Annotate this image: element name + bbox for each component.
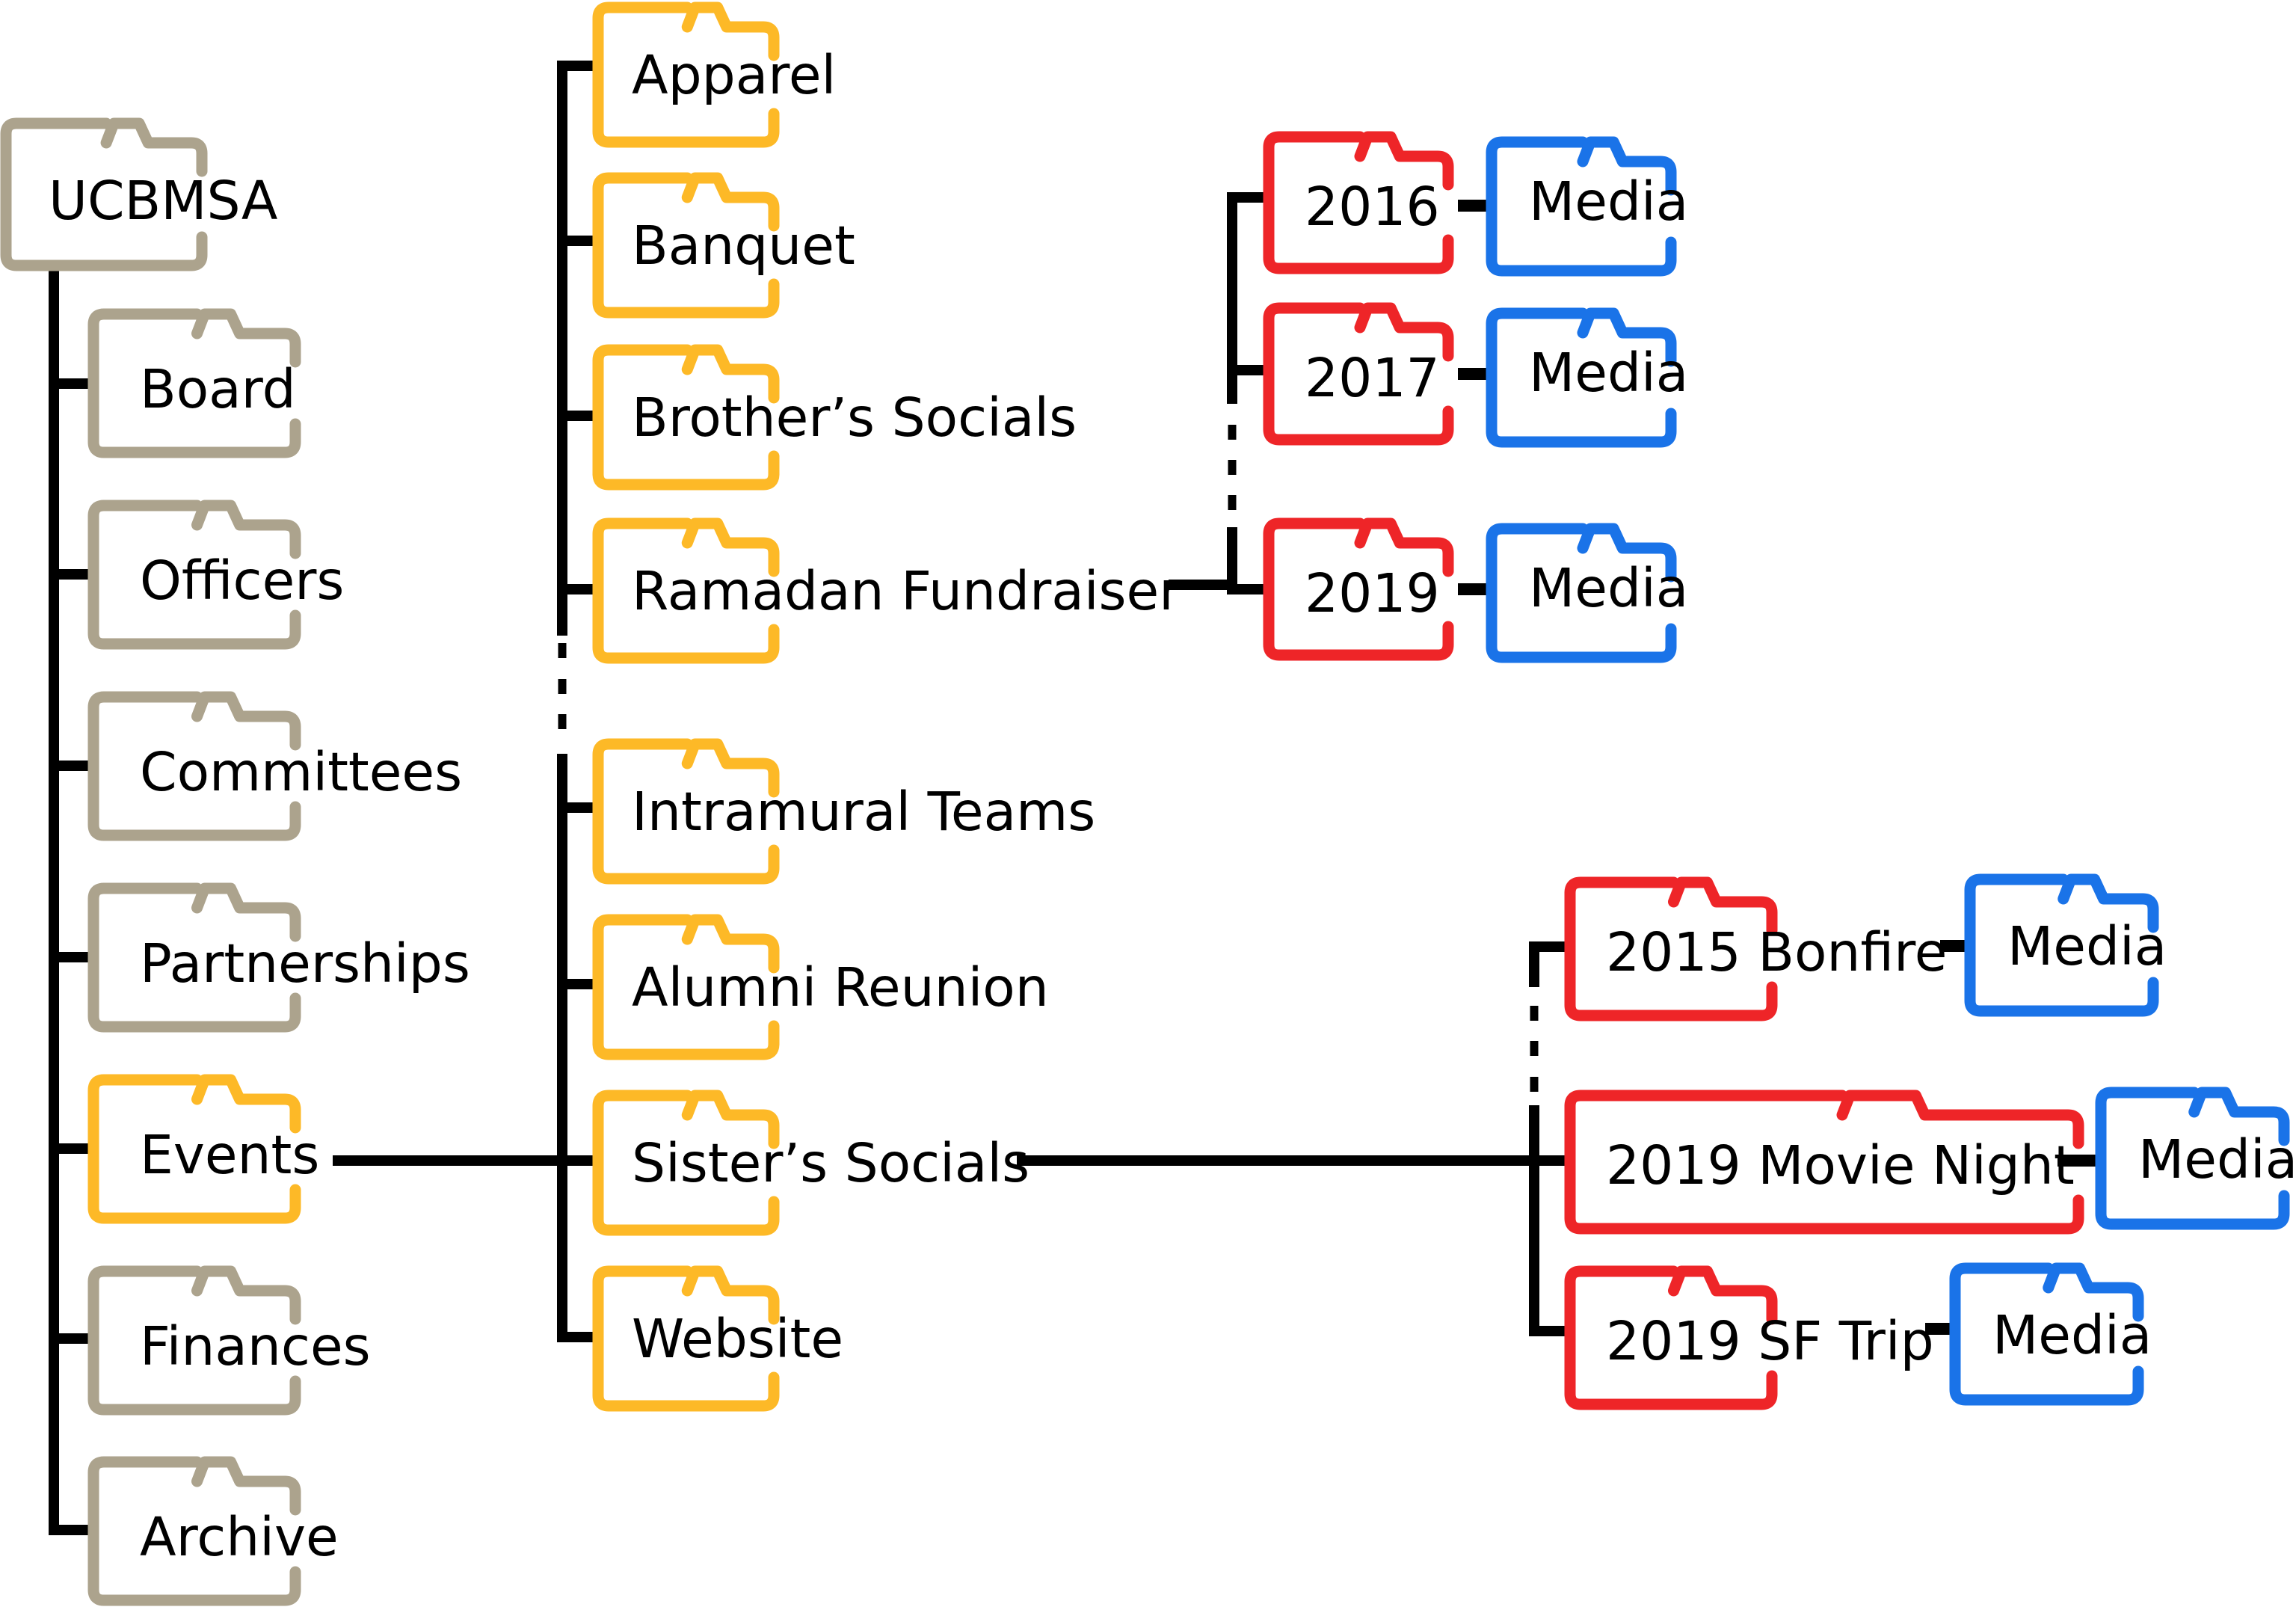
folder-icon [87, 1265, 301, 1416]
folder-committees[interactable]: Committees [87, 691, 462, 841]
folder-event-0-label: Apparel [632, 44, 836, 106]
folder-sisters-media-1[interactable]: Media [2095, 1087, 2296, 1230]
folder-icon [2095, 1087, 2290, 1230]
folder-event-7[interactable]: Website [592, 1265, 843, 1412]
folder-event-5-label: Alumni Reunion [632, 956, 1049, 1018]
folder-sisters-0[interactable]: 2015 Bonfire [1564, 876, 1947, 1021]
folder-event-2-label: Brother’s Socials [632, 387, 1077, 449]
folder-event-4[interactable]: Intramural Teams [592, 738, 1095, 885]
folder-icon [1263, 131, 1454, 274]
folder-event-7-label: Website [632, 1308, 843, 1370]
folder-sisters-media-2[interactable]: Media [1949, 1262, 2152, 1406]
folder-ramadan-media-0-label: Media [1529, 170, 1688, 233]
folder-ramadan-media-0[interactable]: Media [1486, 136, 1688, 277]
folder-event-3[interactable]: Ramadan Fundraiser [592, 517, 1181, 664]
folder-icon [1486, 523, 1677, 663]
folder-icon [87, 500, 301, 650]
folder-icon [592, 1090, 780, 1236]
folder-ramadan-2016-label: 2016 [1305, 176, 1440, 238]
folder-ramadan-2019-label: 2019 [1305, 562, 1440, 624]
folder-finances[interactable]: Finances [87, 1265, 371, 1416]
connector-lines [49, 61, 2101, 1535]
folder-icon [87, 882, 301, 1033]
folder-board[interactable]: Board [87, 308, 301, 458]
folder-icon [592, 914, 780, 1060]
folder-icon [592, 172, 780, 319]
folder-archive-label: Archive [140, 1506, 339, 1568]
folder-sisters-0-label: 2015 Bonfire [1606, 921, 1947, 983]
folder-event-6-label: Sister’s Socials [632, 1132, 1029, 1194]
folder-ramadan-2017[interactable]: 2017 [1263, 302, 1454, 446]
folder-partnerships[interactable]: Partnerships [87, 882, 470, 1033]
folder-icon [87, 691, 301, 841]
folder-events-label: Events [140, 1124, 319, 1186]
folder-icon [592, 344, 780, 491]
folder-events[interactable]: Events [87, 1074, 319, 1224]
folder-icon [1263, 302, 1454, 446]
folder-ramadan-2019[interactable]: 2019 [1263, 517, 1454, 661]
folder-sisters-1-label: 2019 Movie Night [1606, 1134, 2075, 1196]
folder-icon [1949, 1262, 2144, 1406]
folder-ramadan-media-1-label: Media [1529, 342, 1688, 404]
folder-event-5[interactable]: Alumni Reunion [592, 914, 1049, 1060]
folder-ucbmsa-label: UCBMSA [49, 170, 277, 232]
folder-icon [592, 1265, 780, 1412]
folder-icon [0, 117, 208, 271]
folder-icon [1564, 876, 1778, 1021]
folder-ucbmsa[interactable]: UCBMSA [0, 117, 277, 271]
folder-ramadan-2017-label: 2017 [1305, 347, 1440, 409]
folder-ramadan-media-2-label: Media [1529, 557, 1688, 619]
folder-icon [592, 738, 780, 885]
folder-sisters-1[interactable]: 2019 Movie Night [1564, 1090, 2084, 1235]
folder-sisters-2-label: 2019 SF Trip [1606, 1310, 1934, 1372]
folder-officers[interactable]: Officers [87, 500, 344, 650]
folder-ramadan-media-2[interactable]: Media [1486, 523, 1688, 663]
folder-ramadan-media-1[interactable]: Media [1486, 307, 1688, 448]
folder-icon [1486, 307, 1677, 448]
folder-event-1[interactable]: Banquet [592, 172, 855, 319]
folder-sisters-2[interactable]: 2019 SF Trip [1564, 1265, 1934, 1410]
folder-committees-label: Committees [140, 741, 462, 803]
folder-icon [1564, 1265, 1778, 1410]
folder-icon [87, 1456, 301, 1606]
folder-sisters-media-0-label: Media [2007, 915, 2167, 977]
folder-partnerships-label: Partnerships [140, 932, 470, 995]
folder-finances-label: Finances [140, 1315, 371, 1377]
folder-event-0[interactable]: Apparel [592, 1, 836, 148]
folder-event-6[interactable]: Sister’s Socials [592, 1090, 1029, 1236]
folder-officers-label: Officers [140, 550, 344, 612]
folder-sisters-media-0[interactable]: Media [1964, 873, 2167, 1017]
folder-board-label: Board [140, 358, 296, 420]
folder-event-3-label: Ramadan Fundraiser [632, 560, 1181, 622]
folder-icon [87, 1074, 301, 1224]
folder-icon [592, 517, 780, 664]
folder-icon [87, 308, 301, 458]
folder-event-4-label: Intramural Teams [632, 781, 1095, 843]
folder-icon [1964, 873, 2159, 1017]
folder-sisters-media-1-label: Media [2138, 1128, 2296, 1190]
folder-ramadan-2016[interactable]: 2016 [1263, 131, 1454, 274]
folder-icon [1564, 1090, 2084, 1235]
folder-icon [592, 1, 780, 148]
folder-archive[interactable]: Archive [87, 1456, 339, 1606]
folder-event-2[interactable]: Brother’s Socials [592, 344, 1077, 491]
folder-sisters-media-2-label: Media [1992, 1304, 2152, 1366]
folder-event-1-label: Banquet [632, 215, 855, 277]
folder-icon [1486, 136, 1677, 277]
folder-icon [1263, 517, 1454, 661]
